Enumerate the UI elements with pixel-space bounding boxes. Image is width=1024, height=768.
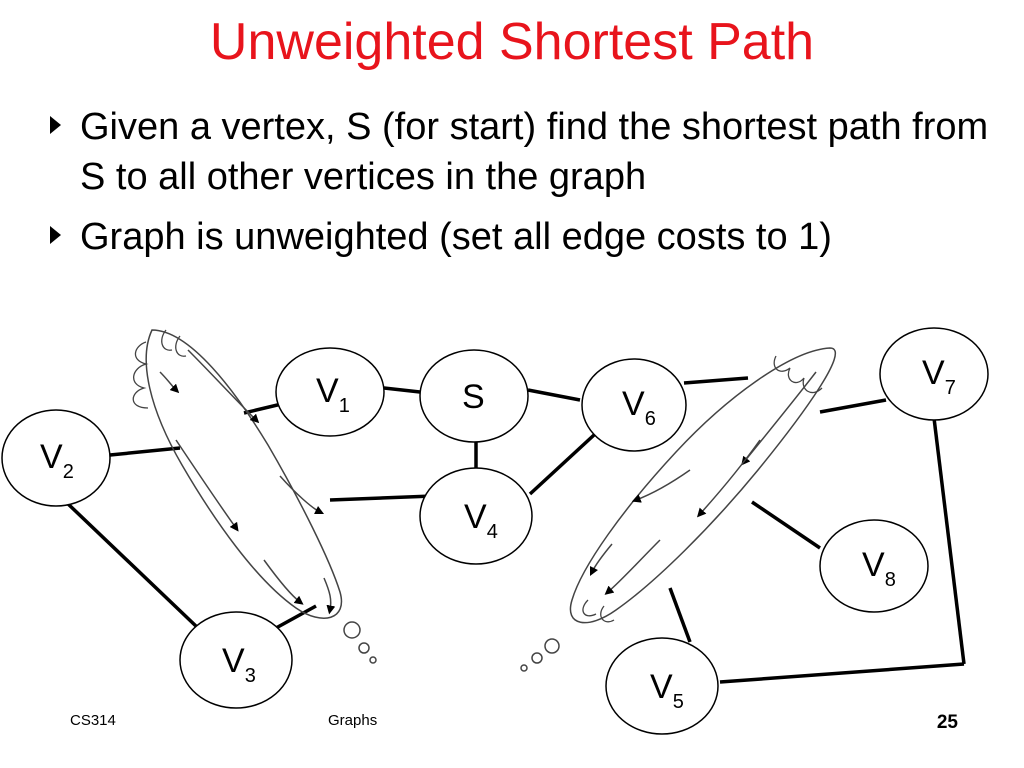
vertex-v7: V7 — [879, 327, 989, 421]
footer-course: CS314 — [70, 712, 116, 729]
vertex-v6: V6 — [581, 358, 687, 452]
page-number: 25 — [936, 712, 958, 733]
vertex-v3: V3 — [179, 611, 293, 709]
vertex-label: V7 — [922, 354, 956, 399]
bullet-item: Graph is unweighted (set all edge costs … — [46, 212, 1006, 262]
edge-v3-unknown — [275, 604, 317, 630]
vertex-v5: V5 — [605, 637, 719, 735]
footer-topic: Graphs — [328, 712, 378, 729]
graph-edges — [64, 376, 966, 684]
edge-v4-v6 — [528, 433, 596, 496]
bullet-arrow-icon — [50, 116, 61, 134]
vertex-v2: V2 — [1, 409, 111, 507]
vertex-label: V1 — [316, 372, 350, 417]
edge-v2-unknown — [109, 446, 181, 457]
vertex-v8: V8 — [819, 519, 929, 613]
edge-v2-v3 — [64, 500, 200, 630]
edge-v4-unknown — [329, 494, 434, 502]
edge-v5-unknown — [668, 587, 692, 643]
thought-bubble-left — [132, 329, 377, 664]
vertex-label: V8 — [862, 546, 896, 591]
edge-v7-unknown — [819, 398, 887, 414]
edge-v7-v5 — [719, 662, 965, 684]
bullet-text: Given a vertex, S (for start) find the s… — [80, 106, 989, 198]
vertex-s: S — [419, 349, 529, 443]
vertex-v4: V4 — [419, 467, 533, 565]
bullet-text: Graph is unweighted (set all edge costs … — [80, 216, 832, 258]
bullet-arrow-icon — [50, 226, 61, 244]
edge-v7-down — [932, 417, 966, 665]
vertex-label: S — [462, 378, 485, 416]
edge-v6-unknown — [683, 376, 749, 385]
vertex-label: V6 — [622, 385, 656, 430]
vertex-label: V5 — [650, 668, 684, 713]
vertex-label: V2 — [40, 438, 74, 483]
vertex-label: V3 — [222, 642, 256, 687]
bullet-list: Given a vertex, S (for start) find the s… — [46, 102, 1006, 272]
slide-title: Unweighted Shortest Path — [209, 13, 815, 71]
edge-v8-unknown — [751, 500, 821, 550]
vertex-v1: V1 — [275, 347, 385, 437]
thought-bubble-right — [520, 347, 836, 672]
edge-v1-s — [383, 386, 421, 394]
edge-s-v6 — [527, 388, 581, 402]
bullet-item: Given a vertex, S (for start) find the s… — [46, 102, 1006, 202]
vertex-label: V4 — [464, 498, 498, 543]
